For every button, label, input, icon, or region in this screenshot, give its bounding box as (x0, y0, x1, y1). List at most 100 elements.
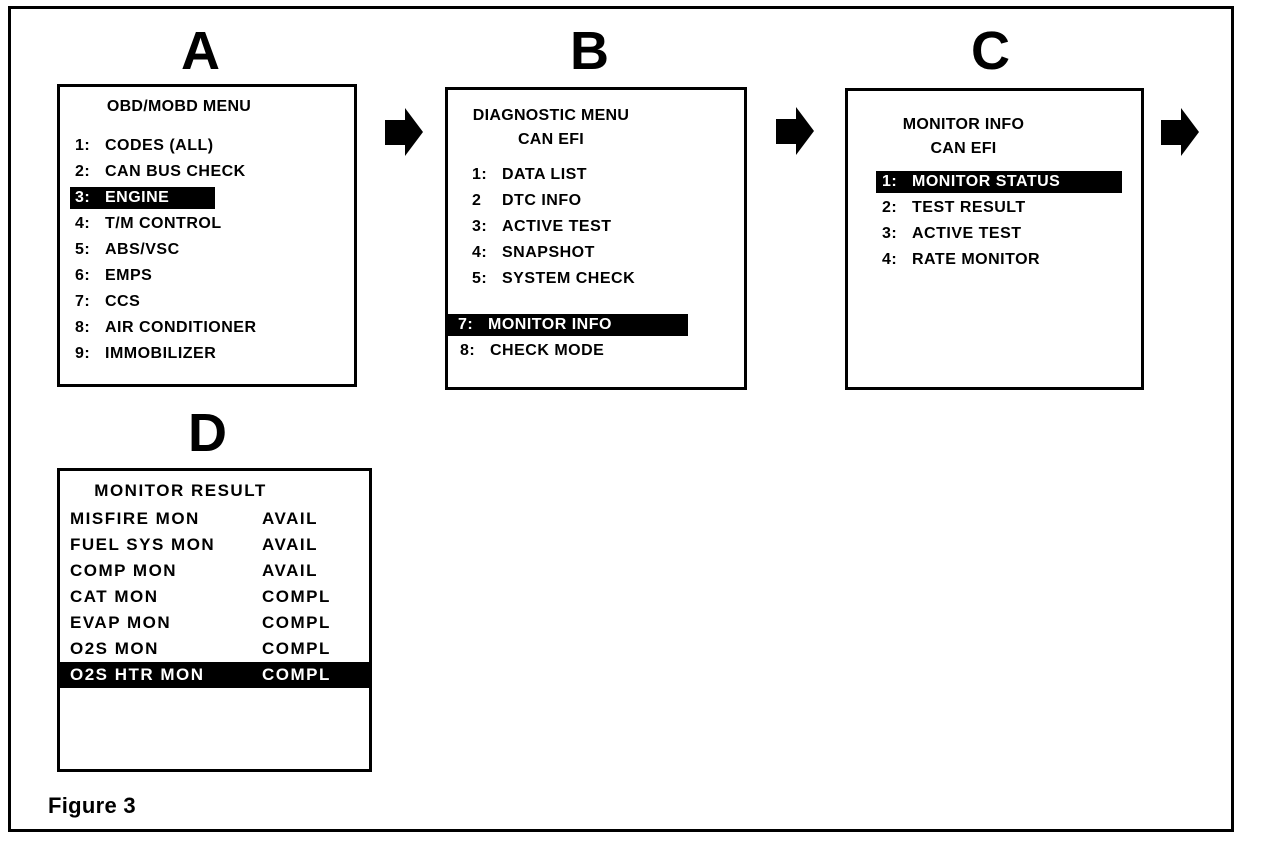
menu-item-label: IMMOBILIZER (105, 345, 217, 362)
panel-label-d: D (188, 403, 228, 463)
right-arrow-body (776, 119, 796, 144)
menu-item-label: CCS (105, 293, 141, 310)
screen-title: MONITOR INFO CAN EFI (848, 113, 1141, 161)
menu-item-label: SNAPSHOT (502, 244, 595, 261)
menu-item-number: 4: (882, 251, 898, 268)
menu-item-label: SYSTEM CHECK (502, 270, 636, 287)
menu-item-label: ACTIVE TEST (502, 218, 612, 235)
screen-title: DIAGNOSTIC MENU CAN EFI (448, 104, 744, 152)
menu-item-label: CAN BUS CHECK (105, 163, 246, 180)
menu-item-label: CODES (ALL) (105, 137, 214, 154)
monitor-status: AVAIL (262, 535, 318, 554)
monitor-status: AVAIL (262, 509, 318, 528)
screen-b-diagnostic-menu: DIAGNOSTIC MENU CAN EFI 1: DATA LIST 2 DTC… (445, 87, 747, 390)
menu-item-selected: 3: ENGINE (60, 185, 354, 211)
screen-title-line: MONITOR RESULT (94, 481, 267, 500)
menu-item-label: CHECK MODE (490, 342, 605, 359)
menu-item-number: 2: (882, 199, 898, 216)
monitor-name: MISFIRE MON (70, 509, 200, 528)
menu-item-number: 1: (472, 166, 488, 183)
menu-item-number: 9: (75, 345, 91, 362)
menu-item-number: 1: (75, 137, 91, 154)
menu-item-number: 3: (882, 225, 898, 242)
menu-item-label: DATA LIST (502, 166, 588, 183)
menu-list: 1: MONITOR STATUS 2: TEST RESULT 3: ACTIVE … (848, 169, 1141, 273)
right-arrow-head (796, 107, 814, 155)
monitor-row: EVAP MON COMPL (60, 610, 369, 636)
monitor-status: COMPL (262, 587, 331, 606)
monitor-status: COMPL (262, 665, 331, 684)
screen-title-line: MONITOR INFO (902, 116, 1025, 133)
panel-label-a: A (181, 21, 221, 81)
menu-item: 3: ACTIVE TEST (848, 221, 1141, 247)
screen-c-monitor-info: MONITOR INFO CAN EFI 1: MONITOR STATUS 2:… (845, 88, 1144, 390)
right-arrow-head (1181, 108, 1199, 156)
menu-item-label: RATE MONITOR (912, 251, 1041, 268)
menu-item-number: 7: (75, 293, 91, 310)
screen-title: OBD/MOBD MENU (60, 98, 354, 116)
menu-item-number: 3: (472, 218, 488, 235)
screen-a-obd-mobd-menu: OBD/MOBD MENU 1: CODES (ALL) 2: CAN BUS CH… (57, 84, 357, 387)
menu-item-label: ENGINE (105, 189, 170, 206)
menu-item-number: 2 (472, 192, 482, 209)
screen-title-line: CAN EFI (517, 131, 585, 148)
menu-list: 1: CODES (ALL) 2: CAN BUS CHECK 3: ENGINE 4… (60, 133, 354, 367)
menu-item-number: 5: (75, 241, 91, 258)
screen-title: MONITOR RESULT (60, 481, 369, 501)
menu-item-label: EMPS (105, 267, 153, 284)
menu-item-label: TEST RESULT (912, 199, 1026, 216)
menu-item-number: 8: (460, 342, 476, 359)
menu-list: 1: DATA LIST 2 DTC INFO 3: ACTIVE TEST 4: SN… (448, 162, 744, 364)
menu-item: 4: SNAPSHOT (448, 240, 744, 266)
panel-label-b: B (570, 21, 610, 81)
menu-item: 5:SYSTEM CHECK (448, 266, 744, 292)
menu-item-label: MONITOR STATUS (912, 173, 1061, 190)
monitor-name: O2S HTR MON (70, 665, 205, 684)
menu-item-selected: 7: MONITOR INFO (448, 312, 744, 338)
monitor-row: MISFIRE MON AVAIL (60, 506, 369, 532)
menu-item-number: 4: (75, 215, 91, 232)
menu-item: 8: CHECK MODE (448, 338, 744, 364)
menu-item-label: ACTIVE TEST (912, 225, 1022, 242)
screen-title-line: DIAGNOSTIC MENU (472, 107, 630, 124)
menu-item: 4: RATE MONITOR (848, 247, 1141, 273)
menu-item-label: T/M CONTROL (105, 215, 222, 232)
monitor-row: COMP MON AVAIL (60, 558, 369, 584)
menu-item-number: 8: (75, 319, 91, 336)
menu-gap (448, 292, 744, 312)
menu-item: 8:AIR CONDITIONER (60, 315, 354, 341)
menu-item: 6: EMPS (60, 263, 354, 289)
menu-item-number: 2: (75, 163, 91, 180)
menu-item-number: 4: (472, 244, 488, 261)
right-arrow-body (385, 120, 405, 145)
monitor-row: O2S MON COMPL (60, 636, 369, 662)
menu-item: 7: CCS (60, 289, 354, 315)
menu-item-label: MONITOR INFO (488, 316, 612, 333)
menu-item-number: 6: (75, 267, 91, 284)
monitor-row-selected: O2S HTR MON COMPL (60, 662, 369, 688)
menu-item: 1: CODES (ALL) (60, 133, 354, 159)
monitor-status: COMPL (262, 613, 331, 632)
menu-item-number: 1: (882, 173, 898, 190)
monitor-status: COMPL (262, 639, 331, 658)
menu-item: 9: IMMOBILIZER (60, 341, 354, 367)
monitor-name: EVAP MON (70, 613, 172, 632)
monitor-name: COMP MON (70, 561, 178, 580)
menu-item: 2: CAN BUS CHECK (60, 159, 354, 185)
menu-item: 2: TEST RESULT (848, 195, 1141, 221)
monitor-name: O2S MON (70, 639, 159, 658)
menu-item: 2 DTC INFO (448, 188, 744, 214)
menu-item-number: 3: (75, 189, 91, 206)
menu-item: 4: T/M CONTROL (60, 211, 354, 237)
monitor-status: AVAIL (262, 561, 318, 580)
menu-item-number: 7: (458, 316, 474, 333)
menu-item-label: DTC INFO (502, 192, 582, 209)
menu-item: 1: DATA LIST (448, 162, 744, 188)
right-arrow-head (405, 108, 423, 156)
menu-item-label: ABS/VSC (105, 241, 180, 258)
figure-border (8, 6, 1234, 832)
right-arrow-icon (776, 107, 814, 155)
